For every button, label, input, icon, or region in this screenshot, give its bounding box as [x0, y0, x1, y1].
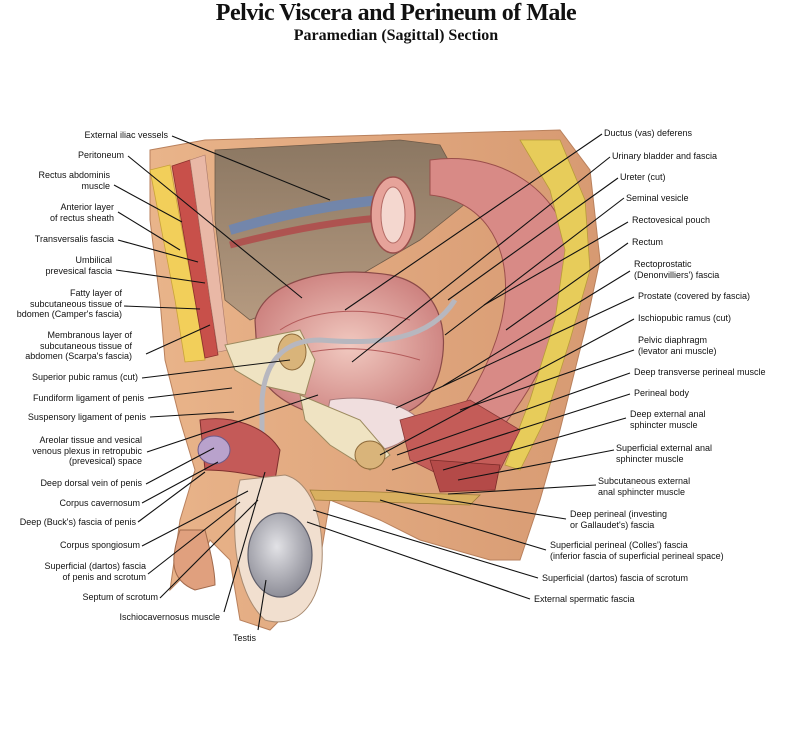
- label-subcutaneous-external-anal-sphincter: Subcutaneous external anal sphincter mus…: [598, 476, 691, 497]
- label-areolar-tissue: Areolar tissue and vesical venous plexus…: [32, 435, 142, 466]
- label-campers-fascia: Fatty layer of subcutaneous tissue of bd…: [16, 288, 122, 319]
- label-external-iliac-vessels: External iliac vessels: [84, 130, 168, 140]
- label-superior-pubic-ramus: Superior pubic ramus (cut): [31, 372, 138, 382]
- label-rectus-abdominis: Rectus abdominis muscle: [38, 170, 110, 191]
- sigmoid-colon-cut: [370, 176, 416, 254]
- label-suspensory-ligament: Suspensory ligament of penis: [27, 412, 146, 422]
- label-septum-of-scrotum: Septum of scrotum: [82, 592, 158, 602]
- label-testis: Testis: [232, 633, 256, 643]
- diagram-subtitle: Paramedian (Sagittal) Section: [293, 27, 499, 44]
- label-rectum: Rectum: [632, 237, 664, 247]
- label-deep-transverse-perineal: Deep transverse perineal muscle: [634, 367, 766, 377]
- label-ureter: Ureter (cut): [620, 172, 666, 182]
- label-umbilical-prevesical-fascia: Umbilical prevesical fascia: [45, 255, 112, 276]
- label-dartos-fascia-scrotum: Superficial (dartos) fascia of scrotum: [542, 573, 689, 583]
- leader-lines: [113, 133, 635, 631]
- label-bucks-fascia: Deep (Buck's) fascia of penis: [19, 517, 136, 527]
- label-peritoneum: Peritoneum: [77, 150, 124, 160]
- label-rectovesical-pouch: Rectovesical pouch: [632, 215, 711, 225]
- label-anterior-rectus-sheath: Anterior layer of rectus sheath: [49, 202, 114, 223]
- label-ductus-deferens: Ductus (vas) deferens: [604, 128, 693, 138]
- label-colles-fascia: Superficial perineal (Colles') fascia (i…: [550, 540, 724, 561]
- label-dartos-fascia-penis: Superficial (dartos) fascia of penis and…: [44, 561, 146, 582]
- label-prostate: Prostate (covered by fascia): [638, 291, 751, 301]
- label-external-spermatic-fascia: External spermatic fascia: [534, 594, 635, 604]
- label-corpus-spongiosum: Corpus spongiosum: [59, 540, 140, 550]
- label-pelvic-diaphragm: Pelvic diaphragm (levator ani muscle): [638, 335, 717, 356]
- label-seminal-vesicle: Seminal vesicle: [626, 193, 689, 203]
- label-fundiform-ligament: Fundiform ligament of penis: [32, 393, 144, 403]
- ductus-deferens: [259, 298, 458, 540]
- label-superficial-external-anal-sphincter: Superficial external anal sphincter musc…: [616, 443, 713, 464]
- label-corpus-cavernosum: Corpus cavernosum: [59, 498, 140, 508]
- diagram-title: Pelvic Viscera and Perineum of Male: [215, 0, 577, 26]
- label-scarpas-fascia: Membranous layer of subcutaneous tissue …: [25, 330, 132, 361]
- label-urinary-bladder: Urinary bladder and fascia: [612, 151, 718, 161]
- label-ischiopubic-ramus: Ischiopubic ramus (cut): [638, 313, 732, 323]
- label-deep-external-anal-sphincter: Deep external anal sphincter muscle: [630, 409, 706, 430]
- label-deep-dorsal-vein: Deep dorsal vein of penis: [40, 478, 142, 488]
- label-deep-perineal-fascia: Deep perineal (investing or Gallaudet's)…: [570, 509, 668, 530]
- scrotum: [234, 474, 481, 623]
- label-perineal-body: Perineal body: [634, 388, 690, 398]
- label-transversalis-fascia: Transversalis fascia: [34, 234, 114, 244]
- label-rectoprostatic-fascia: Rectoprostatic (Denonvilliers') fascia: [634, 259, 720, 280]
- label-ischiocavernosus: Ischiocavernosus muscle: [119, 612, 220, 622]
